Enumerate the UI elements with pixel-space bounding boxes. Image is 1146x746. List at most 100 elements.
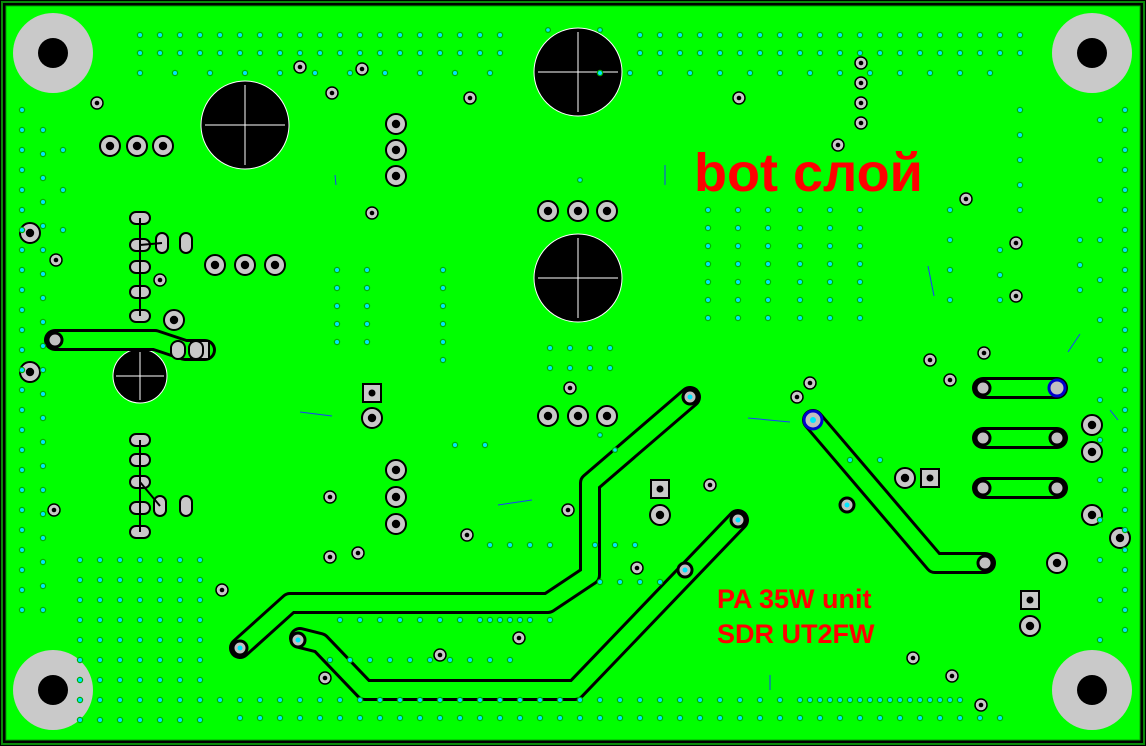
via xyxy=(734,296,742,304)
via xyxy=(18,546,26,554)
via xyxy=(356,49,364,57)
via xyxy=(256,696,264,704)
pad xyxy=(803,376,817,390)
pad xyxy=(385,486,407,508)
pad xyxy=(596,200,618,222)
via xyxy=(486,616,494,624)
via xyxy=(136,616,144,624)
via xyxy=(363,302,371,310)
via xyxy=(276,696,284,704)
pad xyxy=(906,651,920,665)
via xyxy=(196,716,204,724)
via xyxy=(176,576,184,584)
via xyxy=(416,696,424,704)
via xyxy=(896,696,904,704)
via xyxy=(363,338,371,346)
via xyxy=(366,656,374,664)
via xyxy=(176,616,184,624)
via xyxy=(836,69,844,77)
via xyxy=(704,278,712,286)
via xyxy=(496,49,504,57)
via xyxy=(826,696,834,704)
via xyxy=(946,696,954,704)
via xyxy=(136,716,144,724)
via xyxy=(18,226,26,234)
via xyxy=(39,486,47,494)
large-capacitor-pads xyxy=(112,27,623,404)
via xyxy=(704,314,712,322)
via xyxy=(486,69,494,77)
via xyxy=(476,616,484,624)
via xyxy=(18,586,26,594)
via xyxy=(836,696,844,704)
via xyxy=(76,616,84,624)
via xyxy=(734,242,742,250)
via xyxy=(18,346,26,354)
via xyxy=(696,31,704,39)
via xyxy=(616,714,624,722)
via xyxy=(333,302,341,310)
via xyxy=(876,31,884,39)
via xyxy=(656,31,664,39)
mounting-hole xyxy=(1052,13,1132,93)
via xyxy=(636,49,644,57)
via xyxy=(1076,261,1084,269)
via xyxy=(346,69,354,77)
via xyxy=(176,656,184,664)
via xyxy=(1121,246,1129,254)
via xyxy=(18,386,26,394)
via xyxy=(656,69,664,77)
via xyxy=(296,31,304,39)
via xyxy=(296,696,304,704)
via xyxy=(516,696,524,704)
via xyxy=(846,456,854,464)
smd-pad xyxy=(188,340,204,360)
via xyxy=(439,266,447,274)
via xyxy=(456,31,464,39)
via xyxy=(96,636,104,644)
via xyxy=(196,636,204,644)
via xyxy=(806,69,814,77)
via xyxy=(333,266,341,274)
via xyxy=(796,206,804,214)
via xyxy=(171,69,179,77)
via xyxy=(545,27,551,33)
pad xyxy=(323,550,337,564)
via xyxy=(39,270,47,278)
square-pad xyxy=(362,383,382,403)
via xyxy=(856,49,864,57)
via xyxy=(976,714,984,722)
via xyxy=(476,714,484,722)
through-hole-pads xyxy=(19,56,1131,712)
via xyxy=(776,696,784,704)
via xyxy=(136,556,144,564)
pad xyxy=(47,503,61,517)
pad xyxy=(351,546,365,560)
via xyxy=(776,714,784,722)
via xyxy=(39,510,47,518)
pad xyxy=(923,353,937,367)
via xyxy=(734,206,742,214)
via xyxy=(896,714,904,722)
via xyxy=(18,506,26,514)
square-pad xyxy=(920,468,940,488)
via xyxy=(1121,266,1129,274)
via xyxy=(276,714,284,722)
via xyxy=(18,466,26,474)
pad xyxy=(318,671,332,685)
via xyxy=(796,242,804,250)
pad xyxy=(355,62,369,76)
via xyxy=(734,278,742,286)
via xyxy=(439,338,447,346)
via xyxy=(886,696,894,704)
via xyxy=(816,696,824,704)
via xyxy=(1096,116,1104,124)
capacitor-pad xyxy=(200,80,290,170)
via xyxy=(1016,181,1024,189)
via xyxy=(426,656,434,664)
via xyxy=(856,206,864,214)
via xyxy=(363,266,371,274)
via xyxy=(39,318,47,326)
via xyxy=(1096,356,1104,364)
